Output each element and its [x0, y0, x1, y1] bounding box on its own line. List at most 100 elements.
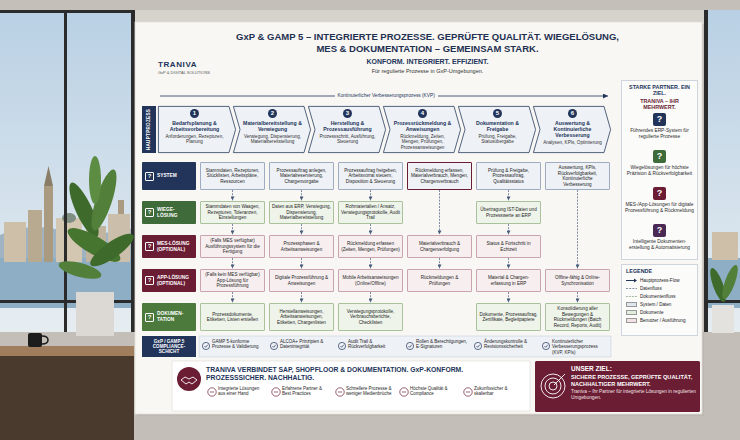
- process-cell: Übertragung IST-Daten und Prozesswerte a…: [476, 201, 541, 224]
- claim-band: TRANIVA VERBINDET SAP, SHOPFLOOR & DOKUM…: [172, 361, 530, 410]
- data-flow-arrow: [508, 292, 509, 302]
- process-cell: Prozessphasen & Arbeitsanweisungen: [269, 235, 334, 258]
- legend-text: Benutzer / Ausführung: [640, 318, 685, 323]
- goal-text: SICHERE PROZESSE, GEPRÜFTE QUALITÄT, NAC…: [571, 374, 696, 387]
- check-icon: [406, 342, 413, 349]
- benefit-item: Schnellere Prozesse & weniger Medienbrüc…: [346, 386, 394, 397]
- data-flow-arrow: [370, 224, 371, 234]
- cell-text: Mobile Arbeitsanweisungen (Online/Offlin…: [341, 275, 400, 286]
- icon-square: ?: [653, 224, 666, 237]
- legend-swatch: [626, 310, 637, 315]
- legend-title: LEGENDE: [626, 268, 693, 274]
- legend-swatch: [626, 318, 637, 323]
- goal-text: UNSER ZIEL:: [571, 365, 696, 373]
- process-cell: Daten aus ERP, Verwiegung, Dispensierung…: [269, 201, 334, 224]
- process-cell: Prüfung & Freigabe, Prozessauftrag, Qual…: [476, 162, 541, 190]
- icon-square: ?: [145, 172, 154, 181]
- step-text: Prozessschritt, Ausführung, Steuerung: [318, 134, 377, 145]
- church-tower: [44, 186, 53, 262]
- cell-text: Daten aus ERP, Verwiegung, Dispensierung…: [272, 204, 331, 221]
- legend-row: Datenfluss: [626, 284, 693, 292]
- partner-item: ?MES-/App-Lösungen für digitale Prozessf…: [625, 187, 694, 214]
- data-flow-arrow: [232, 190, 233, 200]
- legend-row: Hauptprozess-Flow: [626, 276, 693, 284]
- compliance-item: Audit Trail & Rückverfolgbarkeit: [348, 339, 402, 350]
- legend-box: LEGENDEHauptprozess-FlowDatenflussDokume…: [621, 264, 698, 336]
- goal-text: Traniva – Ihr Partner für integrierte Lö…: [571, 389, 696, 401]
- process-cell: Rückmeldung erfassen (Zeiten, Mengen, Pr…: [338, 235, 403, 258]
- process-cell: Stammdaten von Waagen, Rezepturen, Toler…: [200, 201, 265, 224]
- partner-text: Führendes ERP-System für regulierte Proz…: [625, 128, 694, 140]
- process-cell: Material & Chargen-erfassung in ERP: [476, 269, 541, 292]
- system-name: MES-LÖSUNG (OPTIONAL): [157, 241, 194, 252]
- process-cell: Mobile Arbeitsanweisungen (Online/Offlin…: [338, 269, 403, 292]
- process-cell: Herstellanweisungen, Arbeitsanweisungen,…: [269, 303, 334, 331]
- cell-text: Prozessauftrag anlegen, Materialreservie…: [272, 168, 331, 185]
- compliance-item: GAMP 5-konforme Prozesse & Validierung: [212, 339, 266, 350]
- chevron-outline: [308, 106, 385, 152]
- process-cell: Offline-fähig & Online-Synchronisation: [545, 269, 610, 292]
- partner-item: ? Führendes ERP-System für regulierte Pro…: [625, 113, 694, 140]
- cell-text: Stammdaten von Waagen, Rezepturen, Toler…: [203, 204, 262, 221]
- church-spire: [44, 166, 53, 186]
- step-text: Prüfung, Freigabe, Statusübergabe: [468, 134, 527, 145]
- leaf: [57, 258, 103, 283]
- cell-text: Konsolidierung aller Bewegungen & Rückme…: [548, 306, 607, 328]
- check-icon: [270, 342, 277, 349]
- poster: [135, 22, 702, 414]
- process-step: 6Auswertung & Kontinuierliche Verbesseru…: [533, 106, 611, 153]
- icon-square: ?: [653, 150, 666, 163]
- mug: [28, 333, 42, 347]
- process-cell: (Falls kein MES verfügbar) App-Lösung fü…: [200, 269, 265, 292]
- check-icon: [474, 342, 481, 349]
- process-cell: Stammdaten, Rezepturen, Stücklisten, Arb…: [200, 162, 265, 190]
- cell-text: Stammdaten, Rezepturen, Stücklisten, Arb…: [203, 168, 262, 185]
- check-icon: [202, 342, 209, 349]
- process-cell: Konsolidierung aller Bewegungen & Rückme…: [545, 303, 610, 331]
- compliance-item: Rollen & Berechtigungen, E-Signaturen: [416, 339, 470, 350]
- plant-left: [57, 156, 138, 336]
- cell-text: Rohmaterialien / Ansatz, Verwiegungsprot…: [341, 204, 400, 221]
- cell-text: Prüfung & Freigabe, Prozessauftrag, Qual…: [479, 168, 538, 185]
- step-title: Auswertung & Kontinuierliche Verbesserun…: [543, 120, 602, 139]
- process-cell: Prozessdokumente, Etiketten, Listen erst…: [200, 303, 265, 331]
- compliance-item: Kontinuierlicher Verbesserungsprozess (K…: [552, 339, 606, 355]
- claim-band-ground: [172, 361, 530, 411]
- cell-text: (Falls MES verfügbar) Ausführungssystem …: [203, 238, 262, 255]
- compliance-band: [199, 336, 611, 357]
- cell-text: Digitale Prozessführung & Anweisungen: [272, 275, 331, 286]
- system-name: SYSTEM: [157, 173, 194, 179]
- window-glass: [706, 10, 740, 332]
- lake: [706, 258, 740, 308]
- data-flow-arrow: [439, 190, 440, 234]
- data-flow-arrow: [232, 292, 233, 302]
- icon-square: ?: [145, 242, 154, 251]
- step-title: Herstellung & Prozessausführung: [318, 120, 377, 132]
- claim-text: TRANIVA VERBINDET SAP, SHOPFLOOR & DOKUM…: [206, 366, 476, 383]
- data-flow-arrow: [301, 258, 302, 268]
- check-icon: [338, 342, 345, 349]
- step-title: Dokumentation & Freigabe: [468, 120, 527, 132]
- brand-name: TRANIVA: [158, 60, 238, 70]
- desk-top: [0, 346, 134, 356]
- target-arrow: [554, 374, 565, 385]
- cell-text: Herstellanweisungen, Arbeitsanweisungen,…: [272, 309, 331, 326]
- legend-text: Hauptprozess-Flow: [640, 278, 680, 283]
- data-flow-arrow: [577, 190, 578, 268]
- process-cell: Auswertung, KPIs, Rückverfolgbarkeit, Ko…: [545, 162, 610, 190]
- process-cell: Digitale Prozessführung & Anweisungen: [269, 269, 334, 292]
- data-flow-arrow: [508, 224, 509, 234]
- cell-text: Prozessphasen & Arbeitsanweisungen: [272, 241, 331, 252]
- cell-text: (Falls kein MES verfügbar) App-Lösung fü…: [203, 272, 262, 289]
- benefit-item: Erfahrene Partner & Best Practices: [282, 386, 330, 397]
- handshake-symbol: [181, 377, 197, 384]
- data-flow-arrow: [508, 258, 509, 268]
- cell-text: Rückmeldung erfassen (Zeiten, Mengen, Pr…: [341, 241, 400, 252]
- leaf: [719, 263, 740, 300]
- icon-square: ?: [653, 113, 666, 126]
- process-step: 1Bedarfsplanung & ArbeitsvorbereitungAnf…: [158, 106, 236, 153]
- leaf: [86, 229, 138, 272]
- plant-pot: [76, 292, 114, 336]
- benefit-item: Zukunftssicher & skalierbar: [474, 386, 522, 397]
